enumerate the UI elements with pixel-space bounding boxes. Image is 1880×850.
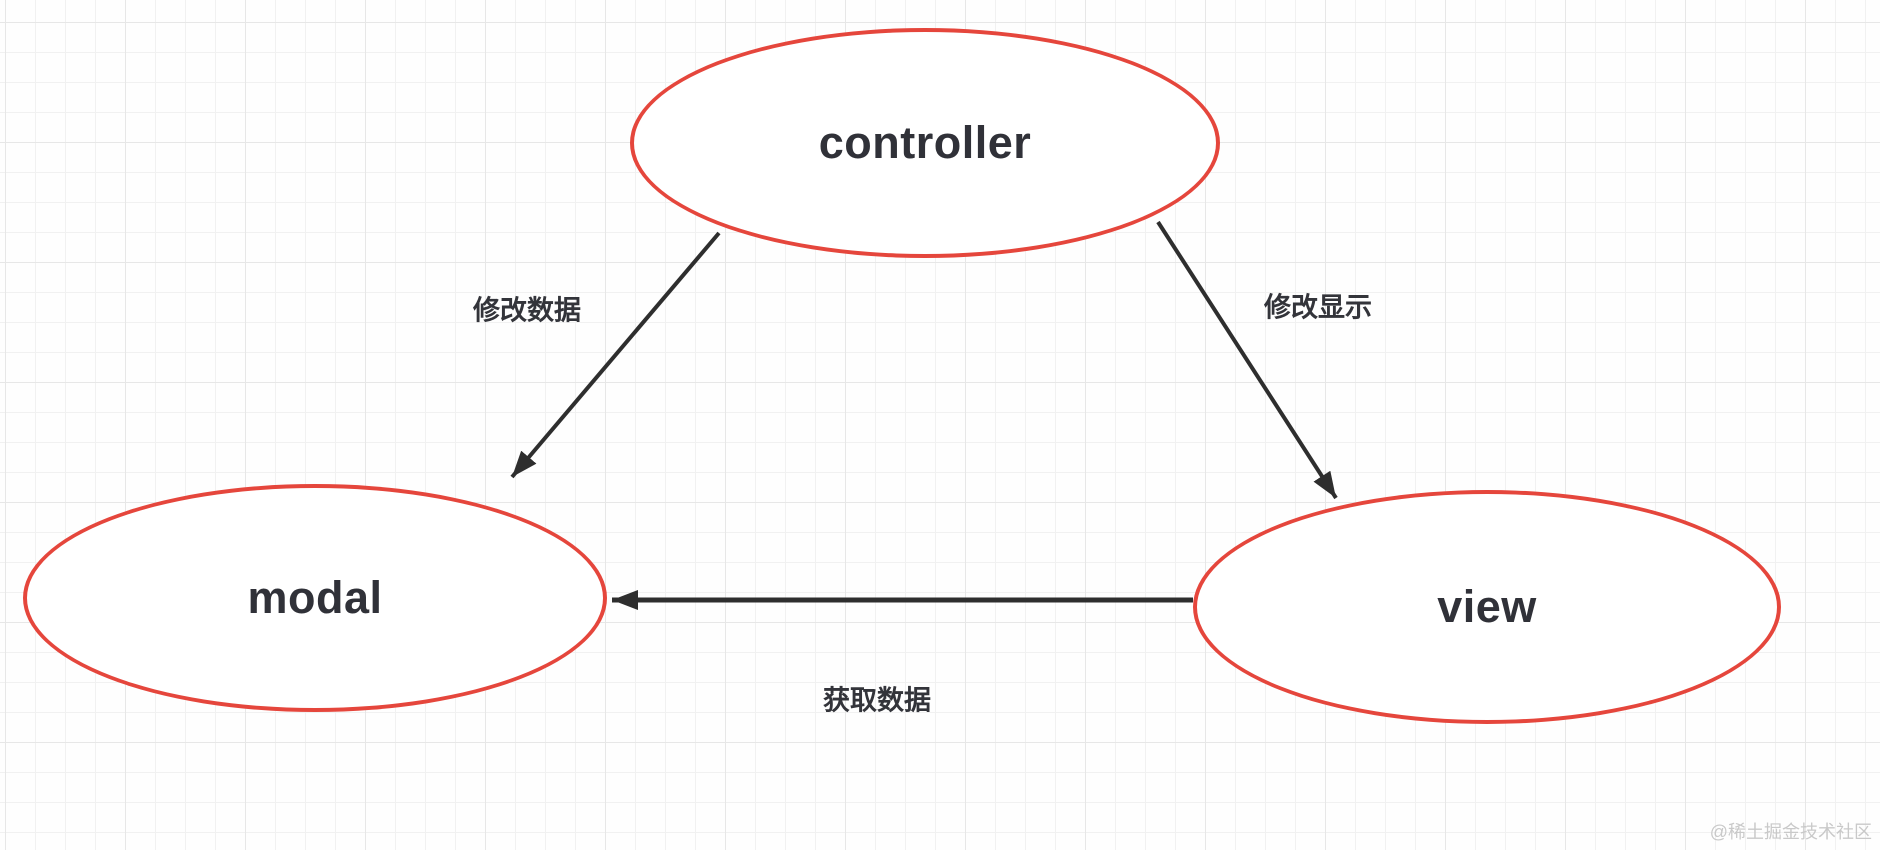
edge-controller-to-view [1156,220,1338,500]
node-modal: modal [23,484,607,712]
node-controller-label: controller [818,117,1032,168]
node-view: view [1193,490,1781,724]
edge-label-modify-display: 修改显示 [1264,292,1372,323]
edge-label-get-data: 获取数据 [823,685,931,716]
watermark: @稀土掘金技术社区 [1709,822,1872,842]
node-modal-label: modal [247,572,383,623]
edge-label-modify-data: 修改数据 [473,295,581,326]
edge-controller-to-modal [510,231,721,479]
node-controller: controller [630,28,1220,258]
node-view-label: view [1437,581,1537,632]
